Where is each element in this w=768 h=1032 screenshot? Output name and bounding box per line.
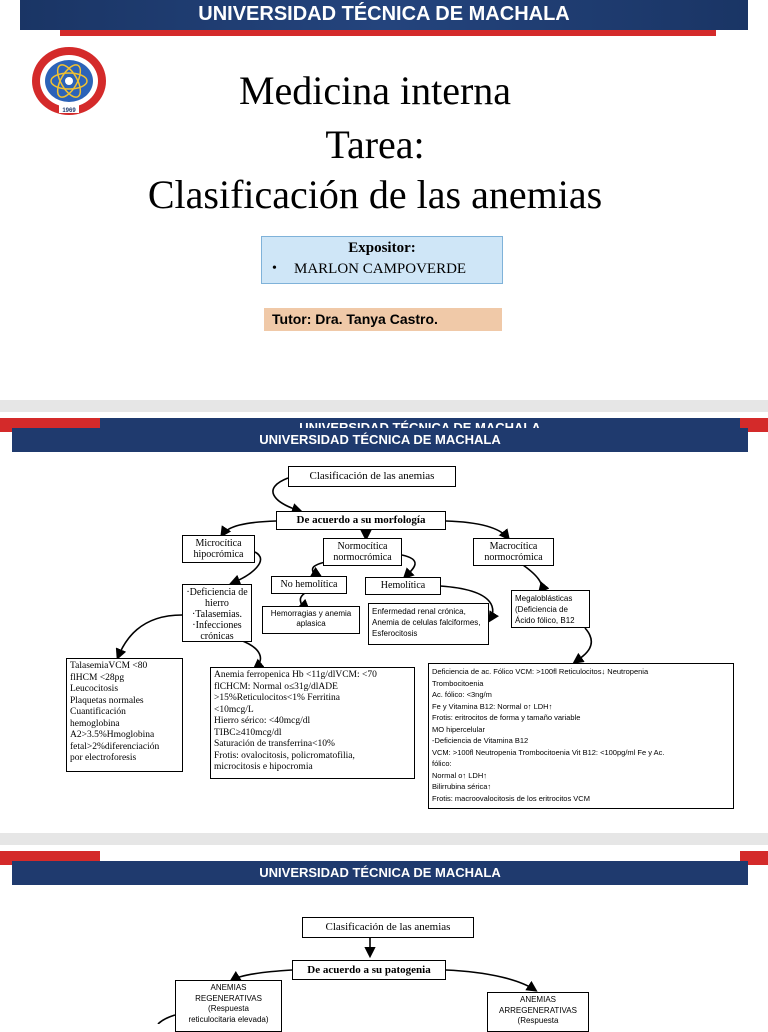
folico-line: Trombocitoenia: [432, 678, 484, 688]
no-hemolitica-box: No hemolítica: [271, 576, 347, 594]
slide3-root-box: Clasificación de las anemias: [302, 917, 474, 938]
folico-line: Fe y Vitamina B12: Normal o↑ LDH↑: [432, 701, 553, 711]
ferropenica-box: Anemia ferropenica Hb <11g/dlVCM: <70 fl…: [210, 667, 415, 779]
folico-line: -Deficiencia de Vitamina B12: [432, 736, 529, 745]
folico-line: Normal o↑ LDH↑: [432, 770, 488, 780]
morfologia-box: De acuerdo a su morfología: [276, 511, 446, 530]
talasemia-line: Cuantificación: [70, 707, 126, 717]
ferropenica-line: Saturación de transferrina<10%: [214, 739, 335, 749]
megaloblasticas-box: Megaloblásticas (Deficiencia de Ácido fó…: [511, 590, 590, 628]
svg-text:1969: 1969: [62, 108, 76, 114]
microcitica-box: Microcítica hipocrómica: [182, 535, 255, 563]
university-logo: 1969: [30, 45, 108, 117]
arregenerativas-line: ANEMIAS: [519, 995, 556, 1004]
expositor-box: Expositor: • MARLON CAMPOVERDE: [261, 236, 503, 284]
folico-line: Bilirrubina sérica↑: [432, 782, 492, 791]
ferropenica-line: Anemia ferropenica Hb <11g/dlVCM: <70: [214, 670, 377, 680]
patogenia-box: De acuerdo a su patogenia: [292, 960, 446, 980]
arregenerativas-line: (Respuesta: [517, 1016, 559, 1025]
tutor-box: Tutor: Dra. Tanya Castro.: [264, 308, 502, 331]
folico-box: Deficiencia de ac. Fólico VCM: >100fl Re…: [428, 663, 734, 809]
slide-separator-1: [0, 400, 768, 412]
talasemia-line: hemoglobina: [70, 718, 120, 729]
folico-line: VCM: >100fl Neutropenia Trombocitoenia V…: [432, 747, 665, 757]
enfermedad-box: Enfermedad renal crónica, Anemia de celu…: [368, 603, 489, 645]
slide3-header-text: UNIVERSIDAD TÉCNICA DE MACHALA: [259, 865, 501, 880]
talasemia-line: por electroforesis: [70, 753, 137, 763]
slide3-header: UNIVERSIDAD TÉCNICA DE MACHALA: [12, 861, 748, 885]
slide1-header: UNIVERSIDAD TÉCNICA DE MACHALA: [20, 0, 748, 30]
slide2-root-box: Clasificación de las anemias: [288, 466, 456, 487]
folico-line: Ac. fólico: <3ng/m: [432, 690, 492, 699]
regenerativas-line: reticulocitaria elevada): [188, 1014, 269, 1024]
deficiencia-box: ·Deficiencia de hierro ·Talasemias. ·Inf…: [182, 584, 252, 642]
slide1-title-line2: Tarea:: [325, 122, 425, 167]
talasemia-line: Leucocitosis: [70, 684, 119, 694]
hemolitica-box: Hemolítica: [365, 577, 441, 595]
talasemia-line: Plaquetas normales: [70, 695, 144, 706]
regenerativas-line: (Respuesta: [208, 1004, 249, 1013]
folico-line: Deficiencia de ac. Fólico VCM: >100fl Re…: [432, 667, 649, 676]
expositor-bullet: •: [272, 261, 277, 276]
talasemia-line: A2>3.5%Hmoglobina: [70, 730, 155, 740]
folico-line: Frotis: macroovalocitosis de los eritroc…: [432, 793, 590, 803]
slide1-header-accent: [60, 30, 716, 36]
slide1-title-line3: Clasificación de las anemias: [147, 172, 603, 217]
folico-line: MO hipercelular: [432, 724, 485, 734]
expositor-name: MARLON CAMPOVERDE: [294, 261, 467, 277]
ferropenica-line: Frotis: ovalocitosis, policromatofilia,: [214, 750, 355, 761]
ferropenica-line: Hierro sérico: <40mcg/dl: [214, 716, 311, 726]
expositor-label: Expositor:: [348, 240, 416, 256]
regenerativas-line: REGENERATIVAS: [195, 993, 262, 1003]
ferropenica-line: TIBC≥410mcg/dl: [214, 727, 282, 738]
talasemia-line: TalasemiaVCM <80: [70, 661, 148, 671]
normocitica-box: Normocítica normocrómica: [323, 538, 402, 566]
arregenerativas-line: ARREGENERATIVAS: [499, 1005, 577, 1015]
ferropenica-line: >15%Reticulocitos<1% Ferritina: [214, 693, 341, 703]
hemorragias-box: Hemorragias y anemia aplasica: [262, 606, 360, 634]
regenerativas-line: ANEMIAS: [210, 983, 247, 992]
folico-line: fólico:: [432, 759, 452, 768]
ferropenica-line: microcitosis e hipocromia: [214, 762, 313, 772]
slide1-header-text: UNIVERSIDAD TÉCNICA DE MACHALA: [198, 3, 570, 25]
slide-separator-2: [0, 833, 768, 845]
folico-line: Frotis: eritrocitos de forma y tamaño va…: [432, 713, 581, 722]
talasemia-line: flHCM <28pg: [70, 672, 125, 683]
slide2-header-overlay: UNIVERSIDAD TÉCNICA DE MACHALA: [12, 428, 748, 452]
tutor-text: Tutor: Dra. Tanya Castro.: [272, 311, 438, 327]
regenerativas-box: ANEMIAS REGENERATIVAS (Respuesta reticul…: [175, 980, 282, 1032]
slide2-header-text-main: UNIVERSIDAD TÉCNICA DE MACHALA: [259, 432, 501, 447]
macrocitica-box: Macrocítica normocrómica: [473, 538, 554, 566]
slide1-title-line1: Medicina interna: [238, 68, 512, 113]
talasemia-box: TalasemiaVCM <80 flHCM <28pg Leucocitosi…: [66, 658, 183, 772]
ferropenica-line: flCHCM: Normal o≤31g/dlADE: [214, 681, 338, 692]
ferropenica-line: <10mcg/L: [214, 704, 254, 715]
arregenerativas-box: ANEMIAS ARREGENERATIVAS (Respuesta: [487, 992, 589, 1032]
talasemia-line: fetal>2%diferenciación: [70, 741, 160, 752]
